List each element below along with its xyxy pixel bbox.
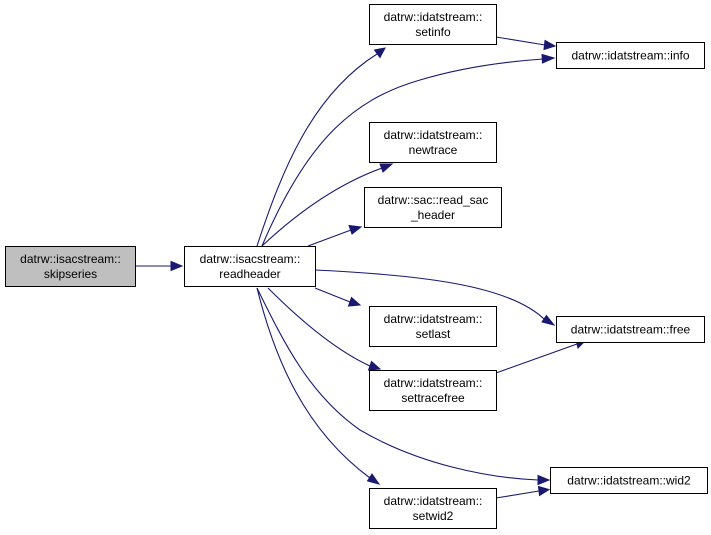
edge-line (256, 287, 539, 481)
node-label-line: datrw::idatstream:: (384, 494, 483, 508)
node-label-line: skipseries (44, 267, 97, 281)
node-box[interactable] (364, 187, 502, 228)
node-box[interactable] (369, 370, 497, 411)
edge-readheader-to-setlast (314, 287, 362, 307)
edge-readheader-to-newtrace (261, 163, 394, 247)
node-box[interactable] (556, 42, 705, 69)
edge-arrowhead (366, 473, 381, 485)
edge-arrowhead (379, 163, 394, 173)
edge-arrowhead (348, 224, 363, 235)
edge-arrowhead (347, 296, 362, 307)
node-newtrace[interactable]: datrw::idatstream::newtrace (369, 122, 497, 163)
node-box[interactable] (184, 246, 316, 287)
edge-readheader-to-free (314, 269, 556, 326)
edge-line (314, 287, 351, 303)
node-box[interactable] (369, 306, 497, 347)
edge-arrowhead (541, 53, 556, 64)
node-read-sac-header[interactable]: datrw::sac::read_sac_header (364, 187, 502, 228)
node-label-line: datrw::isacstream:: (200, 252, 301, 266)
edge-readheader-to-read_sac_header (307, 224, 363, 247)
node-label-line: setlast (416, 327, 451, 341)
node-box[interactable] (369, 122, 497, 163)
edge-line (495, 490, 540, 499)
node-label-line: setinfo (415, 25, 451, 39)
node-label-line: datrw::idatstream:: (384, 376, 483, 390)
edge-arrowhead (537, 485, 551, 497)
edge-setwid2-to-wid2 (495, 485, 551, 499)
edge-line (256, 53, 378, 247)
edge-arrowhead (170, 260, 184, 272)
nodes-layer: datrw::isacstream::skipseriesdatrw::isac… (5, 4, 708, 529)
edge-readheader-to-setwid2 (256, 287, 381, 485)
node-info[interactable]: datrw::idatstream::info (556, 42, 705, 69)
node-label-line: settracefree (401, 391, 465, 405)
node-wid2[interactable]: datrw::idatstream::wid2 (550, 467, 708, 494)
edge-arrowhead (541, 314, 556, 326)
edge-readheader-to-settracefree (267, 287, 382, 371)
node-label-line: datrw::idatstream:: (384, 128, 483, 142)
node-box[interactable] (369, 4, 497, 45)
node-label-line: datrw::idatstream:: (384, 312, 483, 326)
edge-line (261, 167, 383, 247)
edge-line (261, 58, 544, 247)
node-label-line: datrw::idatstream::info (571, 49, 689, 63)
node-setinfo[interactable]: datrw::idatstream::setinfo (369, 4, 497, 45)
node-settracefree[interactable]: datrw::idatstream::settracefree (369, 370, 497, 411)
node-label-line: setwid2 (413, 509, 454, 523)
edge-readheader-to-setinfo (256, 47, 386, 247)
node-skipseries[interactable]: datrw::isacstream::skipseries (5, 246, 136, 287)
node-free[interactable]: datrw::idatstream::free (556, 316, 705, 343)
node-setlast[interactable]: datrw::idatstream::setlast (369, 306, 497, 347)
edge-skipseries-to-readheader (135, 260, 184, 272)
node-setwid2[interactable]: datrw::idatstream::setwid2 (369, 488, 497, 529)
edge-readheader-to-wid2 (256, 287, 551, 486)
node-label-line: datrw::idatstream:: (384, 10, 483, 24)
node-box[interactable] (369, 488, 497, 529)
edge-line (314, 269, 546, 321)
edge-line (267, 287, 371, 367)
edge-arrowhead (543, 39, 557, 51)
edge-settracefree-to-free (495, 338, 587, 374)
edge-arrowhead (373, 47, 386, 59)
node-label-line: datrw::isacstream:: (20, 252, 121, 266)
node-box[interactable] (5, 246, 136, 287)
edge-line (256, 287, 371, 479)
edge-line (495, 343, 578, 374)
node-label-line: _header (410, 208, 455, 222)
edge-line (307, 229, 352, 247)
edge-line (495, 36, 546, 46)
edge-readheader-to-info (261, 53, 556, 247)
node-box[interactable] (550, 467, 708, 494)
node-label-line: newtrace (409, 143, 458, 157)
edge-setinfo-to-info (495, 36, 557, 51)
node-box[interactable] (556, 316, 705, 343)
node-label-line: readheader (219, 267, 280, 281)
node-readheader[interactable]: datrw::isacstream::readheader (184, 246, 316, 287)
edges-layer (135, 36, 587, 499)
node-label-line: datrw::sac::read_sac (378, 193, 489, 207)
edge-arrowhead (537, 474, 551, 486)
node-label-line: datrw::idatstream::free (571, 323, 691, 337)
edge-arrowhead (367, 360, 382, 371)
node-label-line: datrw::idatstream::wid2 (567, 474, 691, 488)
